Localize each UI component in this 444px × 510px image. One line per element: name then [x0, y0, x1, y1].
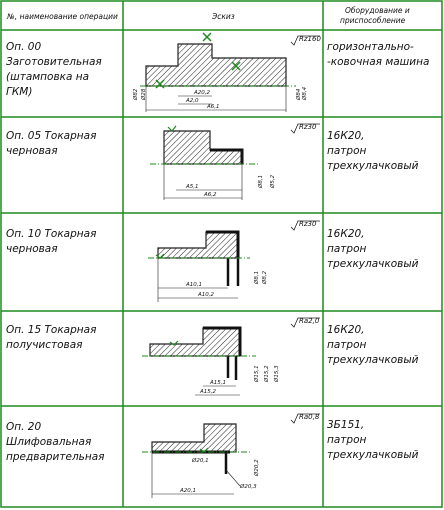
dimension-label: А20,1	[179, 488, 196, 494]
row-op-00: Оп. 00 Заготовительная (штамповка на ГКМ…	[6, 32, 429, 112]
op-label-line: Заготовительная	[6, 56, 102, 68]
op-label-line: получистовая	[6, 339, 83, 351]
cutter-mark-icon	[169, 340, 179, 346]
roughness-value: Rz160	[299, 35, 321, 43]
op-label-line: (штамповка на	[6, 71, 89, 83]
equipment-line: -ковочная машина	[327, 56, 429, 68]
sketch-op-05: А5,1 А6,2 Ø8,1 Ø5,2 Rz30	[150, 123, 320, 200]
dimension-label: А5,1	[185, 184, 199, 190]
op-label-line: ГКМ)	[6, 86, 32, 98]
equipment-line: 16К20,	[327, 130, 365, 142]
roughness-icon	[290, 413, 320, 424]
roughness-value: Ra2,0	[299, 317, 320, 325]
equipment-line: трехкулачковый	[327, 354, 419, 366]
op-label-line: предварительная	[6, 451, 104, 463]
equipment-line: патрон	[327, 243, 367, 255]
datum-x-mark-icon	[155, 32, 241, 89]
header-col-equipment-line1: Оборудование и	[345, 6, 410, 15]
dimension-label: Ø8,4	[301, 86, 308, 101]
equipment-line: 3Б151,	[327, 419, 364, 431]
sketch-op-20: А20,1 Ø20,1 Ø20,2 Ø20,3 Ra0,8	[142, 413, 320, 498]
roughness-icon	[290, 317, 320, 328]
table-header: №, наименование операции Эскиз Оборудова…	[6, 6, 410, 25]
dimension-label: А10,2	[197, 292, 215, 298]
dimension-label: А2,0	[185, 98, 199, 104]
dimension-label: Ø5,2	[269, 174, 276, 189]
dimension-label: Ø82	[132, 88, 139, 101]
equipment-line: горизонтально-	[327, 41, 414, 53]
roughness-value: Rz30	[299, 123, 317, 131]
cutter-mark-icon	[155, 253, 165, 259]
roughness-icon	[290, 123, 320, 134]
dimension-label: А6,1	[206, 104, 220, 110]
op-label-line: Оп. 00	[6, 41, 41, 53]
equipment-line: 16К20,	[327, 228, 365, 240]
equipment-line: трехкулачковый	[327, 449, 419, 461]
row-op-20: Оп. 20 Шлифовальная предварительная 3Б15…	[6, 413, 419, 498]
roughness-value: Ra0,8	[299, 413, 320, 421]
op-label-line: черновая	[6, 243, 58, 255]
op-label-line: Оп. 20	[6, 421, 41, 433]
equipment-line: патрон	[327, 339, 367, 351]
header-col-equipment-line2: приспособление	[340, 16, 406, 25]
roughness-value: Rz30	[299, 220, 317, 228]
equipment-line: патрон	[327, 145, 367, 157]
dimension-label: Ø8,1	[253, 271, 260, 285]
dimension-label: Ø15,1	[253, 365, 260, 383]
dimension-label: А20,2	[193, 90, 211, 96]
op-label-line: Шлифовальная	[6, 436, 91, 448]
dimension-label: Ø84	[295, 88, 302, 101]
dimension-label: Ø20,1	[191, 457, 209, 464]
equipment-line: патрон	[327, 434, 367, 446]
row-op-15: Оп. 15 Токарная получистовая 16К20, патр…	[6, 317, 419, 396]
dimension-label: А6,2	[203, 192, 217, 198]
dimension-label: Ø20,2	[253, 459, 260, 477]
op-label-line: Оп. 15 Токарная	[6, 324, 96, 336]
dimension-label: А10,1	[185, 282, 202, 288]
dimension-label: Ø8,2	[261, 270, 268, 285]
dimension-label: А15,2	[199, 389, 217, 395]
sketch-op-00: А6,1 А2,0 А20,2 Ø82 Ø28 Ø84 Ø8,4 Rz160	[132, 32, 321, 112]
row-op-05: Оп. 05 Токарная черновая 16К20, патрон т…	[6, 123, 419, 200]
dimension-label: Ø15,2	[263, 365, 270, 383]
equipment-line: 16К20,	[327, 324, 365, 336]
sketch-op-15: А15,1 А15,2 Ø15,1 Ø15,2 Ø15,3 Ra2,0	[142, 317, 320, 396]
dimension-label: Ø20,3	[239, 483, 257, 490]
roughness-icon	[290, 35, 320, 46]
roughness-icon	[290, 220, 320, 231]
row-op-10: Оп. 10 Токарная черновая 16К20, патрон т…	[6, 220, 419, 302]
equipment-line: трехкулачковый	[327, 258, 419, 270]
dimension-label: Ø28	[140, 88, 147, 101]
cutter-mark-icon	[199, 447, 209, 453]
dimension-label: Ø15,3	[273, 365, 280, 383]
equipment-line: трехкулачковый	[327, 160, 419, 172]
op-label-line: черновая	[6, 145, 58, 157]
sketch-op-10: А10,1 А10,2 Ø8,1 Ø8,2 Rz30	[148, 220, 320, 302]
header-col-sketch: Эскиз	[211, 12, 235, 21]
op-label-line: Оп. 05 Токарная	[6, 130, 96, 142]
dimension-label: А15,1	[209, 380, 226, 386]
op-label-line: Оп. 10 Токарная	[6, 228, 96, 240]
cutter-mark-icon	[167, 125, 177, 132]
header-col-operation: №, наименование операции	[6, 12, 118, 21]
dimension-label: Ø8,1	[257, 175, 264, 189]
